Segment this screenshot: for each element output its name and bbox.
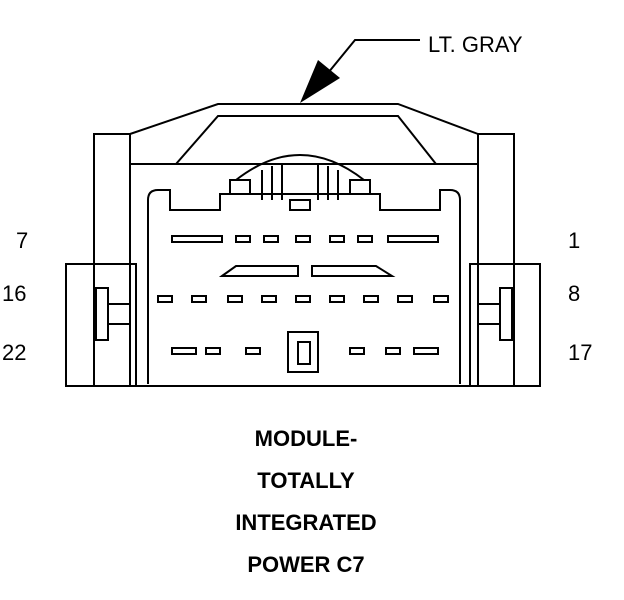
terminal-cavity xyxy=(235,235,251,243)
pin-labels: 7 1 16 8 22 17 xyxy=(2,228,592,365)
terminal-cavity xyxy=(433,295,449,303)
terminal-cavity xyxy=(295,235,311,243)
terminal-cavity xyxy=(387,235,439,243)
title-line-2: TOTALLY xyxy=(257,468,355,493)
pin-label-row1-right: 1 xyxy=(568,228,580,253)
terminal-cavity xyxy=(329,295,345,303)
terminal-cavity xyxy=(191,295,207,303)
terminal-cavity xyxy=(295,295,311,303)
terminal-cavity xyxy=(363,295,379,303)
terminal-cavity xyxy=(413,347,439,355)
pin-label-row1-left: 7 xyxy=(16,228,28,253)
terminal-cavity xyxy=(263,235,279,243)
terminal-cavity xyxy=(157,295,173,303)
title-line-3: INTEGRATED xyxy=(235,510,376,535)
pin-label-row3-left: 22 xyxy=(2,340,26,365)
right-side-key xyxy=(499,287,513,341)
terminal-cavity xyxy=(227,295,243,303)
position-lock-window xyxy=(297,341,311,365)
terminal-cavity xyxy=(329,235,345,243)
main-body xyxy=(129,163,479,387)
hood-outline xyxy=(129,103,479,135)
inner-cavity xyxy=(147,189,461,384)
terminals xyxy=(157,235,449,373)
title-line-1: MODULE- xyxy=(255,426,358,451)
connector-housing xyxy=(65,103,541,387)
power-terminal-bar xyxy=(218,265,299,277)
callout-color-label: LT. GRAY xyxy=(428,32,523,57)
latch-tab xyxy=(289,199,311,211)
terminal-cavity xyxy=(349,347,365,355)
right-post xyxy=(477,133,515,387)
latch-right-block xyxy=(349,179,371,195)
terminal-cavity xyxy=(171,347,197,355)
left-side-key xyxy=(95,287,109,341)
terminal-cavity xyxy=(171,235,223,243)
terminal-cavity xyxy=(357,235,373,243)
latch-arch xyxy=(235,154,365,181)
title-line-4: POWER C7 xyxy=(247,552,364,577)
terminal-cavity xyxy=(205,347,221,355)
pin-label-row3-right: 17 xyxy=(568,340,592,365)
position-lock xyxy=(287,331,319,373)
hood-lower-edge xyxy=(130,115,478,165)
terminal-cavity xyxy=(397,295,413,303)
terminal-cavity xyxy=(245,347,261,355)
terminal-cavity xyxy=(385,347,401,355)
pin-label-row2-right: 8 xyxy=(568,281,580,306)
pin-label-row2-left: 16 xyxy=(2,281,26,306)
connector-title: MODULE- TOTALLY INTEGRATED POWER C7 xyxy=(235,426,376,577)
left-post xyxy=(93,133,131,387)
terminal-cavity xyxy=(261,295,277,303)
callout-arrowhead xyxy=(300,60,340,103)
power-terminal-bar xyxy=(311,265,396,277)
latch-left-block xyxy=(229,179,251,195)
callout: LT. GRAY xyxy=(300,32,523,103)
